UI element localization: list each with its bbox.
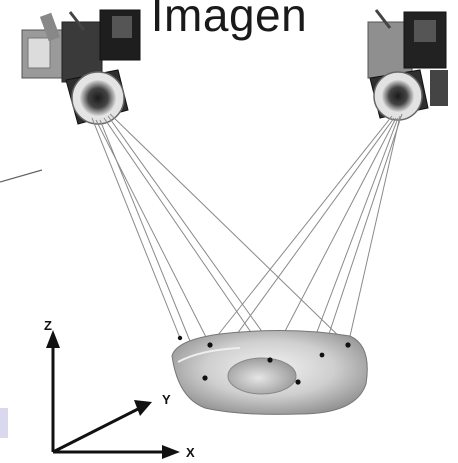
marker-point	[267, 357, 272, 362]
y-axis-label: Y	[162, 392, 171, 407]
y-axis	[53, 408, 140, 452]
marker-point	[295, 379, 300, 384]
marker-point	[320, 353, 325, 358]
camera-right-icon	[368, 10, 448, 120]
marker-point	[207, 342, 212, 347]
marker-point	[202, 375, 207, 380]
edge-decoration	[0, 408, 8, 438]
z-axis-label: Z	[44, 318, 52, 333]
coordinate-axes: Z Y X	[44, 318, 195, 460]
marker-point	[345, 342, 350, 347]
camera-left-icon	[22, 10, 140, 124]
x-axis-label: X	[186, 445, 195, 460]
marker-point	[178, 336, 182, 340]
measured-surface	[172, 330, 367, 414]
stray-line	[0, 170, 42, 182]
x-arrow-icon	[162, 445, 180, 459]
